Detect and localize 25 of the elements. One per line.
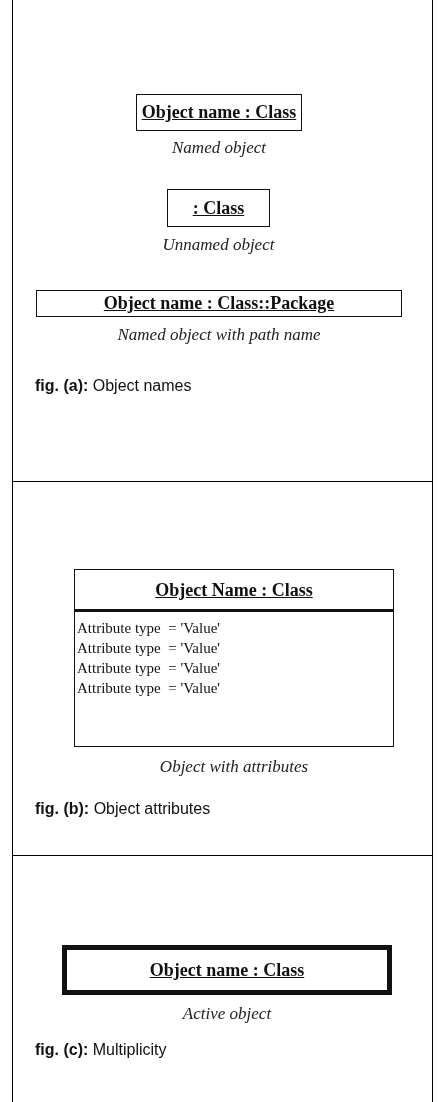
figure-caption: fig. (a): Object names (35, 377, 192, 395)
figure-panel (12, 0, 433, 482)
attribute-line: Attribute type = 'Value' (76, 659, 221, 678)
object-caption: Named object (171, 138, 268, 158)
object-name: Object Name : Class (75, 570, 393, 612)
object-caption: Active object (181, 1004, 273, 1024)
object-box (62, 945, 392, 995)
figure-panel (12, 855, 433, 1102)
object-name: Object name : Class (148, 959, 306, 982)
attribute-line: Attribute type = 'Value' (76, 679, 221, 698)
object-name: : Class (191, 197, 246, 220)
object-caption: Object with attributes (158, 757, 310, 777)
object-caption: Unnamed object (161, 235, 276, 255)
object-box-with-attributes (74, 569, 394, 747)
attribute-line: Attribute type = 'Value' (76, 619, 221, 638)
figure-panel (12, 481, 433, 856)
object-box (136, 94, 302, 131)
figure-caption: fig. (c): Multiplicity (35, 1041, 167, 1059)
object-box (167, 189, 270, 227)
object-name: Object name : Class (140, 101, 298, 124)
object-box (36, 290, 402, 317)
object-name: Object name : Class::Package (102, 292, 336, 315)
attribute-line: Attribute type = 'Value' (76, 639, 221, 658)
object-caption: Named object with path name (116, 325, 322, 345)
figure-caption: fig. (b): Object attributes (35, 800, 211, 818)
